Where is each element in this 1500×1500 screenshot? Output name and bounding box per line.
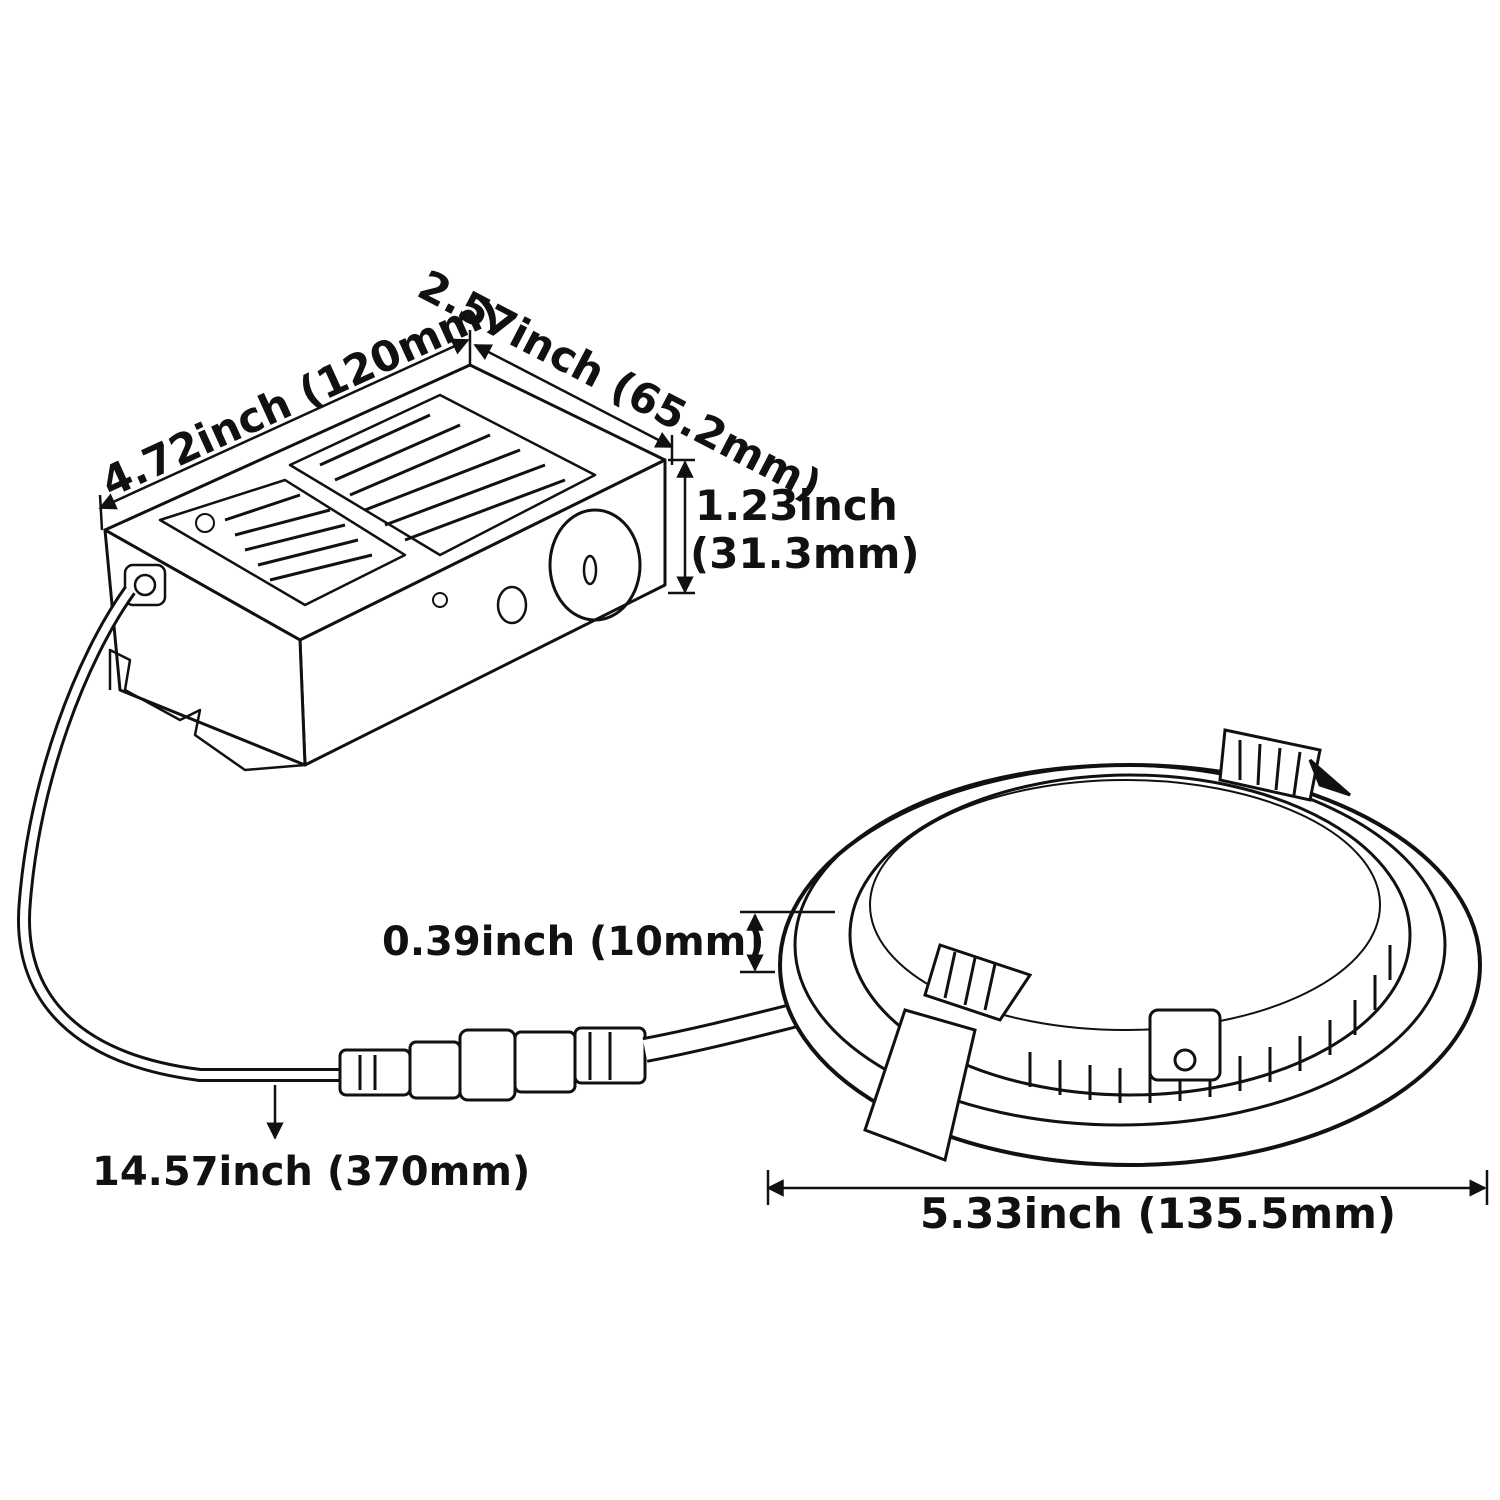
dim-label-thickness: 0.39inch (10mm): [382, 919, 765, 965]
cable-connector: [338, 1026, 647, 1102]
panel-connector-block: [1148, 1008, 1222, 1082]
panel-lens: [869, 779, 1381, 1031]
mounting-tab: [108, 648, 306, 772]
certification-icon: [195, 513, 215, 533]
dimension-lines: [98, 330, 1489, 1205]
screw-slot: [582, 554, 598, 586]
dim-label-height-in: 1.23inch: [695, 481, 898, 530]
dim-label-height-mm: (31.3mm): [690, 529, 920, 578]
spring-clip-left: [863, 943, 1033, 1163]
panel-trim-ring: [793, 763, 1447, 1127]
dim-label-cable: 14.57inch (370mm): [92, 1149, 530, 1195]
spring-clip-right: [1218, 728, 1351, 802]
knockout-small: [496, 585, 528, 625]
dim-label-diameter: 5.33inch (135.5mm): [920, 1189, 1396, 1238]
dim-line-length: [98, 338, 470, 510]
dim-line-width: [473, 343, 674, 449]
led-panel: [778, 728, 1482, 1167]
panel-heat-sink: [848, 773, 1412, 1097]
heat-sink-fins: [1028, 945, 1392, 1103]
cable-clamp: [123, 563, 167, 607]
cable-core: [20, 587, 345, 1079]
screw-hole: [432, 592, 448, 608]
knockout-large: [548, 508, 642, 622]
